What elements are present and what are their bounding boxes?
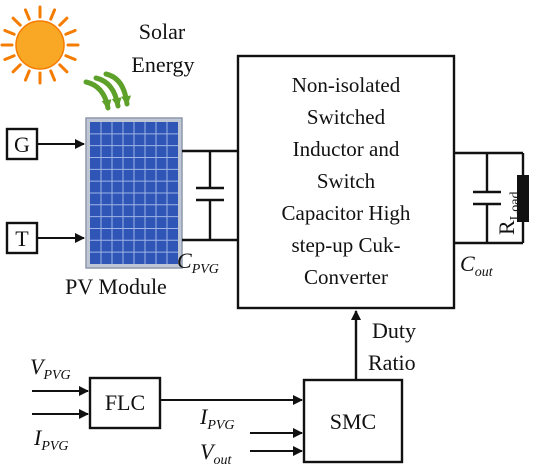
- solar-label-line1: Solar: [139, 19, 186, 44]
- load-resistor: [517, 175, 529, 222]
- duty-label-line1: Duty: [372, 318, 416, 343]
- temperature-input-box: [5, 221, 39, 255]
- sun-ray: [58, 16, 69, 27]
- converter-label-line: step-up Cuk-: [291, 233, 400, 257]
- sun-ray: [58, 63, 69, 74]
- converter-label-line: Capacitor High: [282, 201, 411, 225]
- sun-ray: [23, 8, 31, 21]
- cout-label: Cout: [460, 251, 494, 280]
- converter-label-line: Inductor and: [293, 137, 400, 161]
- output-circuit: [454, 151, 529, 245]
- converter-label-line: Non-isolated: [292, 73, 401, 97]
- converter-label-line: Switch: [317, 169, 376, 193]
- irradiance-input-box: [5, 127, 39, 161]
- temperature-input-label: T: [15, 226, 29, 251]
- cpvg-label: CPVG: [177, 248, 219, 277]
- vout-label: Vout: [200, 439, 232, 468]
- vpvg-label: VPVG: [30, 354, 71, 383]
- sun-ray: [11, 63, 22, 74]
- duty-label-line2: Ratio: [368, 350, 416, 375]
- solar-label-line2: Energy: [131, 52, 194, 77]
- flc-block: [88, 376, 162, 430]
- sun-ray: [64, 28, 77, 36]
- sun-icon: [0, 5, 80, 85]
- ipvg-label-left: IPVG: [33, 425, 69, 454]
- sun-ray: [49, 69, 57, 82]
- cuk-converter-block: [236, 54, 456, 310]
- pv-panel-icon: [85, 117, 183, 269]
- energy-arrows-icon: [83, 71, 132, 111]
- sun-ray: [64, 54, 77, 62]
- sun-ray: [23, 69, 31, 82]
- pv-module-label: PV Module: [65, 274, 167, 299]
- converter-label-line: Switched: [307, 105, 386, 129]
- sun-ray: [49, 8, 57, 21]
- sun-ray: [3, 28, 16, 36]
- irradiance-input-label: G: [14, 132, 30, 157]
- smc-block: [302, 378, 404, 464]
- smc-label: SMC: [330, 409, 376, 434]
- sun-ray: [3, 54, 16, 62]
- flc-label: FLC: [105, 390, 145, 415]
- sun-ray: [11, 16, 22, 27]
- ipvg-label-mid: IPVG: [199, 404, 235, 433]
- input-capacitor-circuit: [182, 149, 238, 242]
- converter-label-line: Converter: [304, 265, 388, 289]
- rload-label: RLoad: [494, 192, 523, 235]
